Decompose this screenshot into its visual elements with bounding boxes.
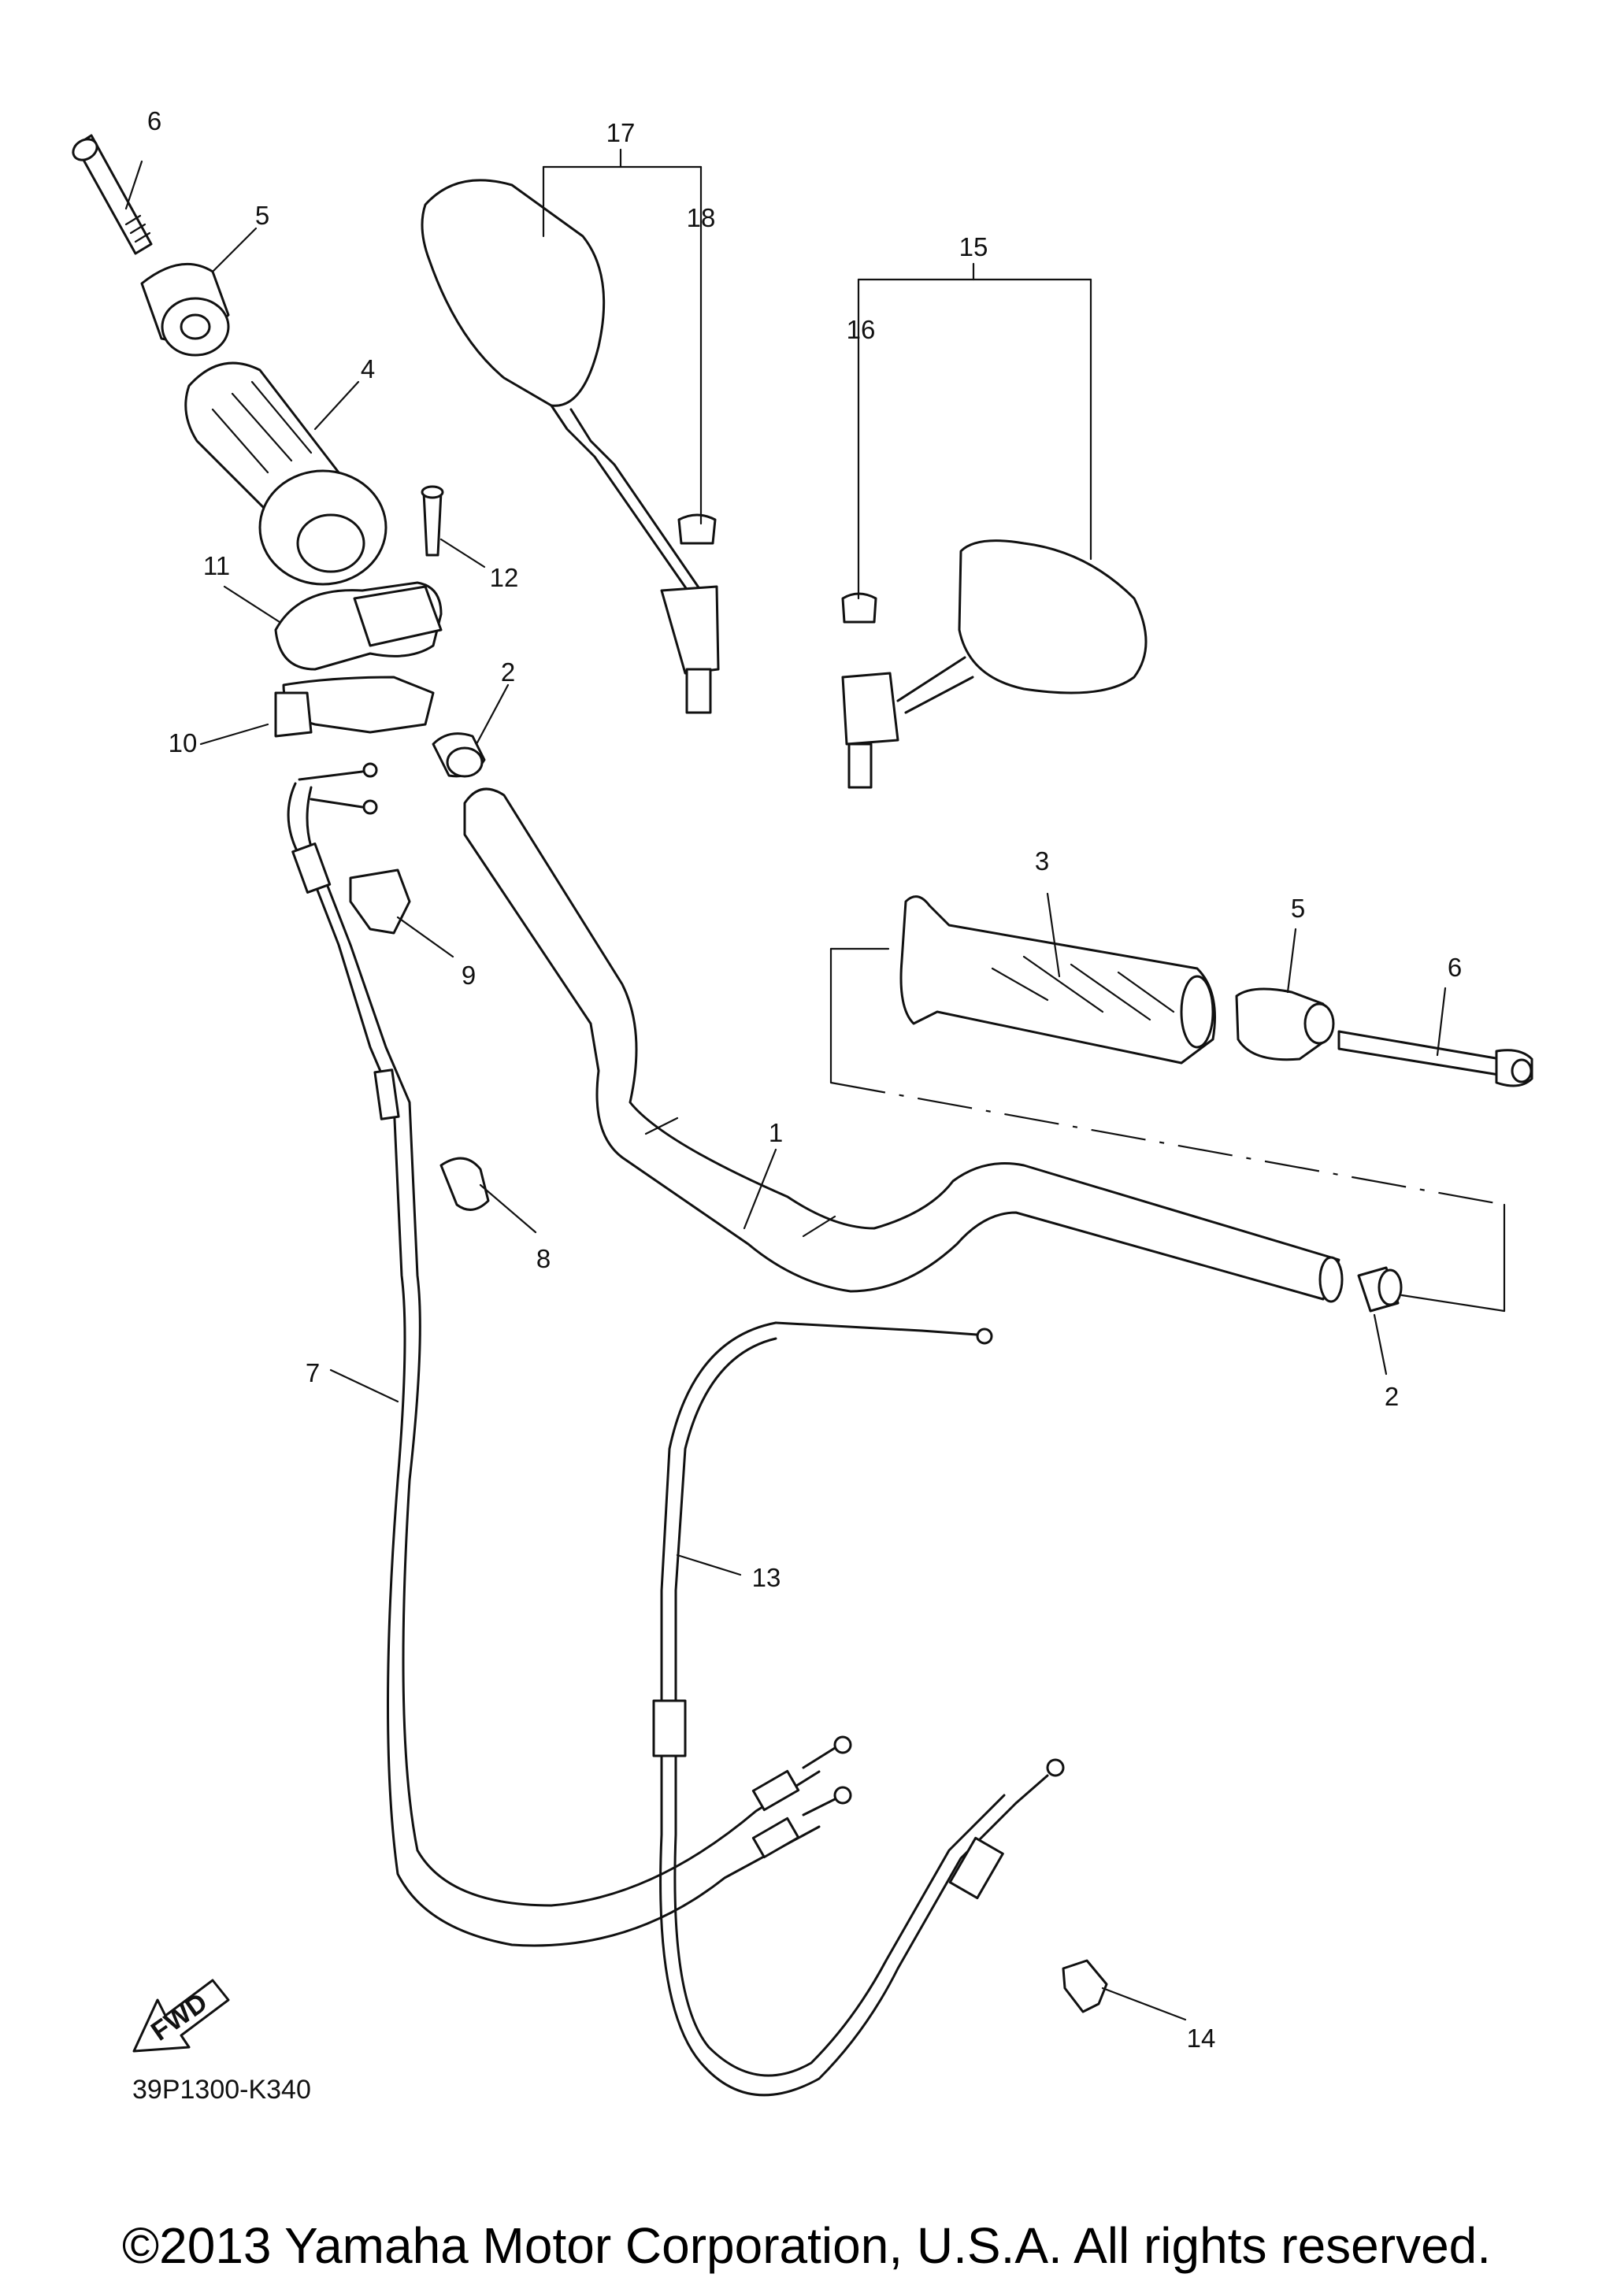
callout-labels: 6 5 4 12 11 10 2 9 8 7 1 3 5 6 2 13 14 1… bbox=[147, 106, 1462, 2053]
cable-clamp-9 bbox=[349, 868, 411, 935]
callout-5-upper: 5 bbox=[255, 201, 269, 230]
callout-11: 11 bbox=[203, 551, 230, 580]
bolt-upper-left bbox=[72, 134, 153, 255]
callout-6-right: 6 bbox=[1448, 953, 1462, 982]
callout-17: 17 bbox=[606, 118, 636, 147]
leader-lines bbox=[124, 160, 1447, 2021]
collar-left bbox=[432, 732, 486, 778]
callout-8: 8 bbox=[536, 1244, 551, 1273]
callout-12: 12 bbox=[490, 563, 519, 592]
callout-15: 15 bbox=[959, 232, 988, 261]
callout-10: 10 bbox=[169, 728, 198, 757]
callout-18: 18 bbox=[687, 203, 716, 232]
copyright-notice: ©2013 Yamaha Motor Corporation, U.S.A. A… bbox=[121, 2217, 1492, 2274]
callout-1: 1 bbox=[769, 1118, 783, 1147]
group-bracket-15-16 bbox=[857, 262, 1092, 600]
callout-7: 7 bbox=[306, 1358, 320, 1387]
callout-9: 9 bbox=[462, 961, 476, 990]
throttle-cables bbox=[287, 762, 852, 1947]
right-grip-assembly bbox=[829, 895, 1533, 1313]
callout-6-upper: 6 bbox=[147, 106, 161, 135]
handlebar bbox=[463, 787, 1344, 1303]
cable-clip-14 bbox=[1062, 1959, 1108, 2013]
throttle-grip bbox=[184, 361, 387, 586]
group-bracket-17-18 bbox=[542, 148, 703, 525]
throttle-housing bbox=[274, 581, 443, 738]
callout-5-right: 5 bbox=[1291, 894, 1305, 923]
diagram-code: 39P1300-K340 bbox=[132, 2075, 311, 2105]
mirror-right bbox=[841, 539, 1148, 789]
callout-16: 16 bbox=[847, 315, 876, 344]
screw bbox=[421, 485, 444, 557]
bar-end-weight-left bbox=[140, 262, 230, 357]
callout-13: 13 bbox=[752, 1563, 781, 1592]
cable-clip-8 bbox=[439, 1157, 490, 1211]
mirror-left bbox=[421, 179, 720, 714]
callout-4: 4 bbox=[361, 354, 375, 383]
clutch-cable bbox=[652, 1321, 1065, 2097]
fwd-arrow-icon: FWD bbox=[132, 1979, 230, 2053]
callout-2-right: 2 bbox=[1385, 1382, 1399, 1411]
callout-3: 3 bbox=[1035, 846, 1049, 876]
callout-2-upper: 2 bbox=[501, 657, 515, 687]
callout-14: 14 bbox=[1187, 2024, 1216, 2053]
collar-right bbox=[1357, 1266, 1403, 1313]
